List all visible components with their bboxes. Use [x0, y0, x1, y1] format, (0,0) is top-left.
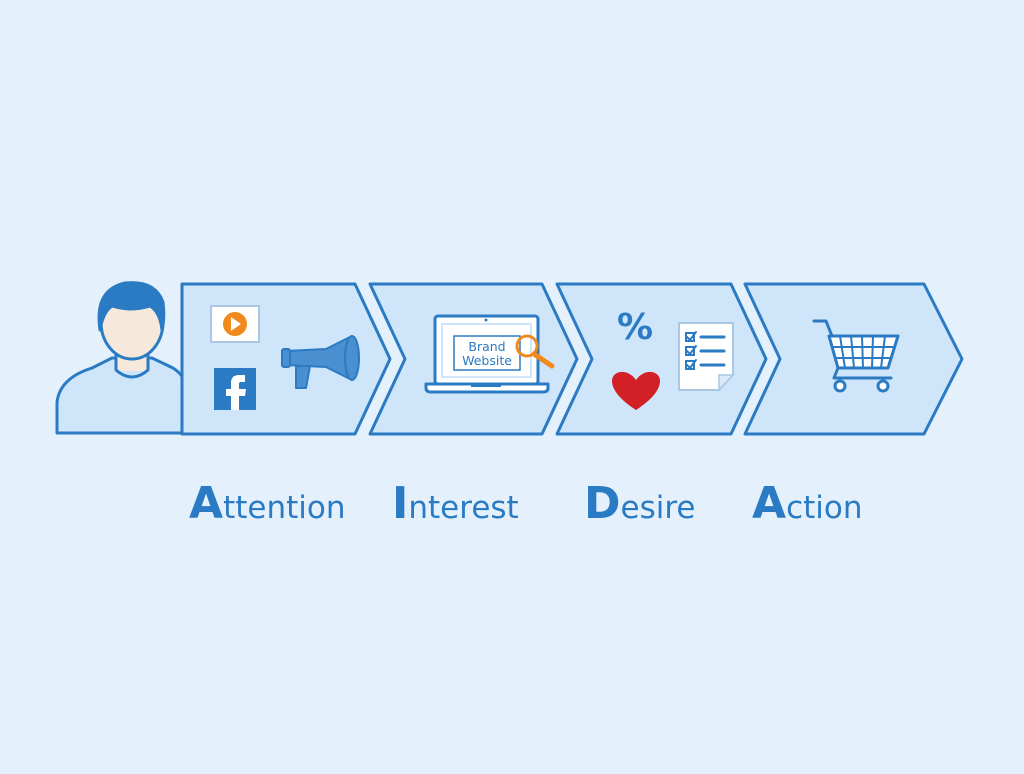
- label-initial: A: [189, 478, 224, 529]
- label-rest: ction: [786, 490, 863, 526]
- facebook-icon: [214, 368, 256, 410]
- label-rest: esire: [620, 490, 696, 526]
- heart-icon: [612, 371, 660, 410]
- megaphone-icon: [281, 335, 360, 389]
- shopping-cart-icon: [812, 319, 900, 393]
- stage-label-desire: Desire: [584, 478, 696, 538]
- brand-website-line1: Brand: [468, 339, 505, 354]
- video-play-icon: [210, 305, 260, 343]
- stage-label-attention: Attention: [189, 478, 345, 538]
- stage-label-action: Action: [752, 478, 863, 538]
- label-initial: A: [752, 478, 787, 529]
- brand-website-line2: Website: [462, 353, 512, 368]
- label-initial: D: [584, 478, 621, 529]
- label-rest: ttention: [223, 490, 346, 526]
- checklist-icon: [678, 322, 735, 392]
- label-initial: I: [392, 478, 409, 529]
- percent-icon: %: [617, 307, 653, 348]
- brand-website-box: [453, 335, 521, 371]
- stage-label-interest: Interest: [392, 478, 519, 538]
- person-icon: [55, 281, 186, 435]
- label-rest: nterest: [408, 490, 519, 526]
- stage-desire-arrow: [555, 282, 768, 436]
- magnifier-icon: [515, 334, 555, 369]
